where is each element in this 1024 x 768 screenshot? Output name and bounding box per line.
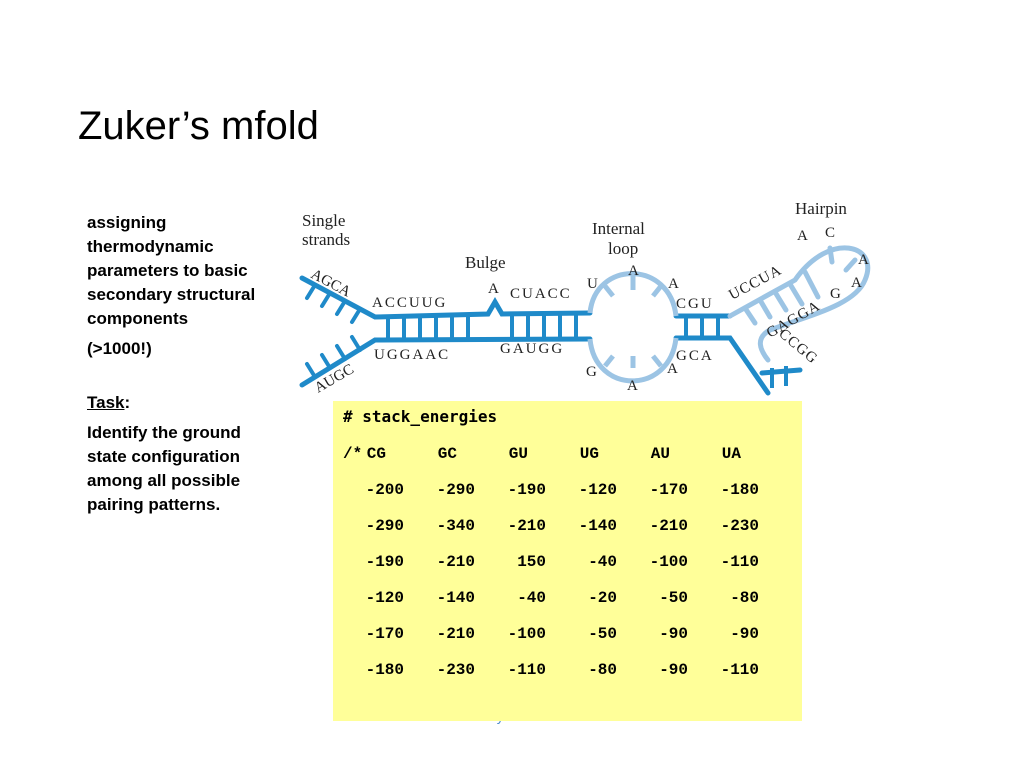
column-header-gu: GU [508, 445, 528, 463]
hairpin-base-5: G [830, 286, 841, 302]
energy-cell: -50 [659, 589, 688, 607]
single-strands-label-line2: strands [302, 230, 350, 249]
energy-cell: -80 [588, 661, 617, 679]
task-heading: Task: [87, 391, 277, 415]
bulge-base: A [488, 281, 499, 297]
top-strand-sequence: AGCA ACCUUG A CUACC U A A CGU UCCUA A C … [308, 225, 869, 312]
base-pair-rungs [386, 313, 788, 388]
strand-backbone-dark [299, 275, 803, 396]
energy-cell: -210 [436, 553, 475, 571]
bottom-stem2-bases: GAUGG [500, 341, 564, 357]
energy-cell: -80 [730, 589, 759, 607]
bottom-stem1-bases: UGGAAC [374, 347, 450, 363]
description-panel: assigning thermodynamic parameters to ba… [87, 211, 277, 517]
energy-cell: -100 [507, 625, 546, 643]
energy-cell: -340 [436, 517, 475, 535]
internal-loop [587, 271, 679, 384]
energy-cell: -210 [507, 517, 546, 535]
column-header-gc: GC [437, 445, 457, 463]
loop-bottom-base-1: G [586, 364, 597, 380]
energy-cell: -290 [436, 481, 475, 499]
energy-cell: -90 [659, 661, 688, 679]
energy-cell: -140 [436, 589, 475, 607]
hairpin-base-1: A [797, 228, 808, 244]
bottom-right-tail-bases: CCGG [775, 326, 820, 368]
intro-text: assigning thermodynamic parameters to ba… [87, 213, 256, 328]
loop-bottom-base-2: A [627, 378, 638, 394]
energy-row: -170 -210 -100 -50 -90 -90 [343, 625, 759, 643]
stack-energies-header-row: /*CG GC GU UG AU UA [343, 445, 741, 463]
loop-top-base-2: A [628, 263, 639, 279]
energy-cell: -190 [365, 553, 404, 571]
energy-cell: -140 [578, 517, 617, 535]
column-header-cg: CG [366, 445, 386, 463]
task-colon: : [124, 393, 131, 412]
energy-cell: -50 [588, 625, 617, 643]
stack-energies-comment: # stack_energies [343, 407, 498, 426]
energy-row: -180 -230 -110 -80 -90 -110 [343, 661, 759, 679]
energy-cell: -110 [720, 553, 759, 571]
energy-cell: -170 [649, 481, 688, 499]
column-header-ua: UA [721, 445, 741, 463]
hairpin-base-3: A [858, 252, 869, 268]
energy-row: -120 -140 -40 -20 -50 -80 [343, 589, 759, 607]
top-stem2-bases: CUACC [510, 286, 572, 302]
bottom-strand-backbone [299, 336, 593, 388]
internal-loop-label-line1: Internal [592, 219, 645, 238]
energy-cell: -210 [436, 625, 475, 643]
energy-row: -190 -210 150 -40 -100 -110 [343, 553, 759, 571]
column-header-ug: UG [579, 445, 599, 463]
column-header-au: AU [650, 445, 670, 463]
energy-cell: -20 [588, 589, 617, 607]
energy-row: -200 -290 -190 -120 -170 -180 [343, 481, 759, 499]
energy-cell: -190 [507, 481, 546, 499]
energy-cell: -170 [365, 625, 404, 643]
energy-cell: -40 [588, 553, 617, 571]
energy-cell: -290 [365, 517, 404, 535]
energy-cell: -180 [365, 661, 404, 679]
bulge-label: Bulge [465, 253, 506, 272]
stem3-bottom-backbone [673, 335, 771, 396]
energy-cell: -90 [730, 625, 759, 643]
task-label: Task [87, 393, 125, 412]
task-text: Identify the ground state configuration … [87, 423, 241, 514]
loop-bottom-base-3: A [667, 361, 678, 377]
top-stem1-bases: ACCUUG [372, 295, 447, 311]
slide-title: Zuker’s mfold [78, 104, 319, 148]
single-strand-ticks [305, 283, 362, 379]
tail-backbone [759, 367, 803, 376]
energy-cell: -230 [436, 661, 475, 679]
top-strand-backbone [299, 275, 593, 320]
top-stem3-bases: CGU [676, 296, 714, 312]
bottom-stem3-bases: GCA [676, 348, 714, 364]
hairpin-base-4: A [851, 275, 862, 291]
stack-energies-code-box: # stack_energies /*CG GC GU UG AU UA -200 -290… [333, 401, 802, 721]
energy-cell: -110 [720, 661, 759, 679]
energy-cell: -100 [649, 553, 688, 571]
energy-cell: 150 [517, 553, 546, 571]
rna-secondary-structure-diagram: Single strands Bulge Internal loop Hairp… [299, 199, 871, 396]
energy-cell: -230 [720, 517, 759, 535]
single-strands-label-line1: Single [302, 211, 345, 230]
loop-top-base-3: A [668, 276, 679, 292]
energy-cell: -40 [517, 589, 546, 607]
energy-cell: -180 [720, 481, 759, 499]
energy-cell: -120 [578, 481, 617, 499]
hairpin-label: Hairpin [795, 199, 847, 218]
hairpin-base-2: C [825, 225, 835, 241]
energy-cell: -90 [659, 625, 688, 643]
energy-cell: -110 [507, 661, 546, 679]
count-text: (>1000!) [87, 339, 152, 358]
loop-top-base-1: U [587, 276, 598, 292]
energy-cell: -200 [365, 481, 404, 499]
internal-loop-label-line2: loop [608, 239, 638, 258]
energy-cell: -120 [365, 589, 404, 607]
row-comment-marker: /* [343, 445, 363, 463]
energy-row: -290 -340 -210 -140 -210 -230 [343, 517, 759, 535]
hairpin-structure [727, 245, 871, 363]
energy-cell: -210 [649, 517, 688, 535]
